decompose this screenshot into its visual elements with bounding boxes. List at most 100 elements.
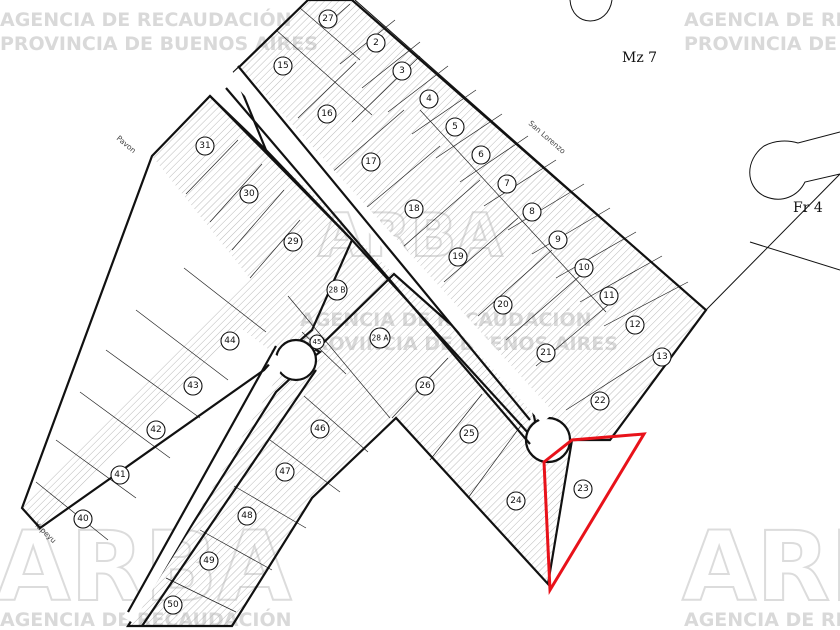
lot-marker[interactable]: 41 [110,465,130,485]
lot-number: 19 [452,252,464,262]
lot-marker[interactable]: 31 [195,136,215,156]
lot-number: 6 [478,150,484,160]
lot-number: 3 [399,66,405,76]
lot-number: 17 [365,157,376,167]
lot-number: 4 [426,94,432,104]
lot-marker[interactable]: 15 [273,56,293,76]
lot-marker[interactable]: 45 [309,334,325,350]
main-street-edge-2 [225,87,531,445]
lot-number: 42 [150,425,161,435]
lot-number: 18 [408,204,420,214]
lot-marker[interactable]: 40 [73,509,93,529]
lot-marker[interactable]: 24 [506,491,526,511]
lot-marker[interactable]: 30 [239,184,259,204]
watermark-agency-line2-left: PROVINCIA DE BUENOS AIRES [0,33,318,55]
lot-marker[interactable]: 42 [146,420,166,440]
lot-marker[interactable]: 29 [283,232,303,252]
lot-marker[interactable]: 44 [220,331,240,351]
cul-de-sac-top [569,0,613,22]
street-label-san-lorenzo: San Lorenzo [527,119,568,156]
watermark-agency-line1-left: AGENCIA DE RECAUDACIÓN [0,7,292,31]
lot-marker[interactable]: 28 A [369,327,391,349]
lot-number: 11 [603,291,614,301]
lot-marker[interactable]: 3 [392,61,412,81]
lot-marker[interactable]: 18 [404,199,424,219]
lot-number: 20 [497,300,509,310]
lot-marker[interactable]: 26 [415,376,435,396]
lot-number: 41 [114,470,125,480]
lot-marker[interactable]: 13 [652,347,672,367]
lot-marker[interactable]: 9 [548,230,568,250]
watermark-agency-line1-right: AGENCIA DE RECAUDACIÓN [684,7,840,31]
lot-marker[interactable]: 5 [445,117,465,137]
lot-marker[interactable]: 28 B [326,279,348,301]
lot-number: 7 [504,179,510,189]
lot-number: 27 [322,14,333,24]
lot-marker[interactable]: 23 [573,479,593,499]
lot-number: 28 A [371,334,389,343]
fraction-label-fr4: Fr 4 [793,200,823,216]
watermark-logo-bottom-right: ARBA [682,511,840,623]
lot-number: 43 [187,381,198,391]
lot-number: 44 [224,336,236,346]
lot-marker[interactable]: 4 [419,89,439,109]
lot-number: 40 [77,514,89,524]
lot-marker[interactable]: 8 [522,202,542,222]
lot-marker[interactable]: 27 [318,9,338,29]
inner-street-gap [122,327,286,624]
street-label-pavon: Pavon [115,134,138,156]
lot-number: 30 [243,189,255,199]
lot-marker[interactable]: 20 [493,295,513,315]
fr4-boundary-diagonal [705,173,840,311]
inner-street-edge-2 [141,369,317,627]
lot-marker[interactable]: 19 [448,247,468,267]
lot-marker[interactable]: 16 [317,104,337,124]
lot-number: 12 [629,320,640,330]
lot-number: 45 [313,338,322,346]
lot-markers: 27 2 3 4 5 6 7 8 9 10 11 12 13 15 16 17 … [73,9,672,615]
lot-marker[interactable]: 2 [366,33,386,53]
lot-marker[interactable]: 22 [590,391,610,411]
lot-number: 50 [167,600,179,610]
lot-marker[interactable]: 50 [163,595,183,615]
cul-de-sac-east [524,416,572,464]
lot-marker[interactable]: 11 [599,286,619,306]
main-street-gap [228,66,554,424]
lot-marker[interactable]: 17 [361,152,381,172]
main-street-edge-1 [237,65,531,421]
lot-marker[interactable]: 48 [237,506,257,526]
lot-number: 10 [578,263,590,273]
lot-marker[interactable]: 7 [497,174,517,194]
lot-number: 8 [529,207,535,217]
lot-number: 31 [199,141,210,151]
lot-marker[interactable]: 47 [275,462,295,482]
lot-marker[interactable]: 12 [625,315,645,335]
lot-number: 22 [594,396,605,406]
main-block-outline [126,0,708,628]
lot-marker[interactable]: 10 [574,258,594,278]
cul-de-sac-right [749,131,840,200]
lot-number: 2 [373,38,379,48]
lot-marker[interactable]: 43 [183,376,203,396]
lot-number: 26 [419,381,431,391]
lot-marker[interactable]: 21 [536,343,556,363]
lot-marker[interactable]: 46 [310,419,330,439]
lot-number: 25 [463,429,474,439]
lot-number: 29 [287,237,299,247]
lot-number: 13 [656,352,667,362]
lot-number: 5 [452,122,458,132]
lot-number: 21 [540,348,551,358]
lot-number: 28 B [328,286,345,295]
lot-marker[interactable]: 6 [471,145,491,165]
watermark-agency-bottom-right: AGENCIA DE RECAUDACIÓN [684,607,840,630]
parcel-fill [22,0,706,626]
lot-number: 48 [241,511,253,521]
lot-number: 15 [277,61,288,71]
lot-number: 9 [555,235,561,245]
lot-marker[interactable]: 49 [199,551,219,571]
lot-marker[interactable]: 25 [459,424,479,444]
highlighted-lot-23[interactable] [542,432,647,596]
lot-number: 23 [577,484,588,494]
block-label-mz7: Mz 7 [622,50,657,66]
